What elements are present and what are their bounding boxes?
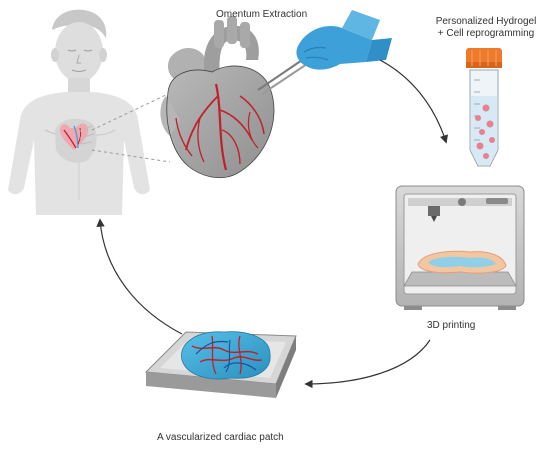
label-cardiac-patch: A vascularized cardiac patch [157, 432, 284, 443]
cardiac-patch-icon [144, 331, 297, 398]
label-omentum-extraction: Omentum Extraction [216, 9, 308, 20]
3d-printer-icon [395, 185, 525, 310]
cycle-arrows [96, 59, 448, 389]
label-3d-printing: 3D printing [427, 320, 476, 331]
zoom-guide-lines [91, 93, 171, 163]
arrow-patch-to-patient [96, 218, 183, 335]
test-tube-icon [466, 48, 502, 167]
label-hydrogel-line1: Personalized Hydrogel [435, 16, 537, 27]
heart-icon [160, 16, 275, 179]
human-figure-icon [8, 9, 150, 215]
arrow-printing-to-patch [304, 339, 431, 389]
label-hydrogel-line2: + Cell reprogramming [437, 28, 535, 39]
label-hydrogel: Personalized Hydrogel + Cell reprogrammi… [430, 16, 542, 40]
arrow-extraction-to-hydrogel [379, 59, 448, 144]
gloved-hand-icon [257, 10, 392, 95]
